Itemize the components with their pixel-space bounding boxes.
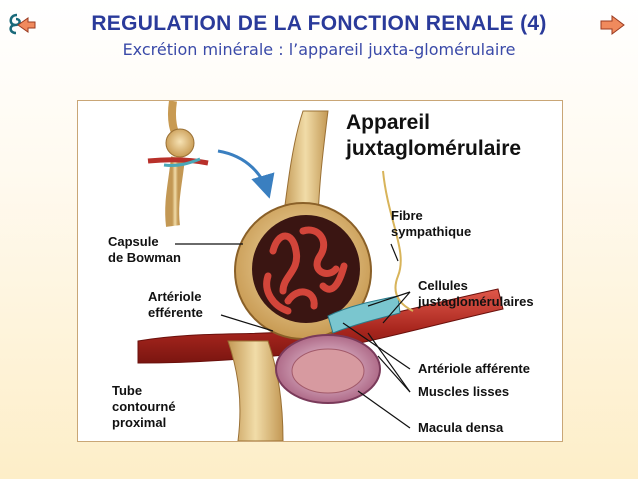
label-arteriole-eff-line1: Artériole [148, 289, 202, 304]
right-arrow-icon [600, 15, 625, 35]
sympathetic-fibre [382, 170, 414, 312]
slide-subtitle: Excrétion minérale : l’appareil juxta-gl… [122, 40, 516, 59]
figure-title-line2: juxtaglomérulaire [346, 137, 522, 160]
label-capsule-line1: Capsule [108, 234, 159, 249]
juxtaglomerular-cells [327, 295, 401, 334]
label-fibre-line2: sympathique [391, 224, 472, 239]
zoom-arrow [217, 149, 275, 199]
figure-title-line1: Appareil [346, 111, 431, 134]
label-macula: Macula densa [418, 420, 504, 435]
inset-nephron-drawing [147, 101, 209, 227]
label-cellules-line1: Cellules [418, 278, 468, 293]
next-button[interactable] [598, 12, 628, 38]
swirl-back-arrow-icon [9, 13, 36, 35]
label-arteriole-aff: Artériole afférente [418, 361, 530, 376]
juxtaglomerular-figure: Appareil juxtaglomérulaire Capsule de Bo… [77, 100, 563, 442]
label-cellules-line2: justaglomérulaires [418, 294, 534, 309]
label-fibre-line1: Fibre [391, 208, 423, 223]
label-leader-lines [175, 243, 411, 429]
back-button[interactable] [6, 12, 36, 38]
label-tube-line1: Tube [112, 383, 143, 398]
proximal-tubule [227, 340, 284, 441]
slide-title: REGULATION DE LA FONCTION RENALE (4) [91, 12, 547, 35]
label-tube-line3: proximal [112, 415, 167, 430]
label-arteriole-eff-line2: efférente [148, 305, 203, 320]
label-capsule-line2: de Bowman [108, 250, 181, 265]
label-tube-line2: contourné [112, 399, 176, 414]
anatomy-illustration [137, 101, 504, 441]
glomerulus-capillaries [263, 226, 348, 315]
label-muscles: Muscles lisses [418, 384, 510, 399]
